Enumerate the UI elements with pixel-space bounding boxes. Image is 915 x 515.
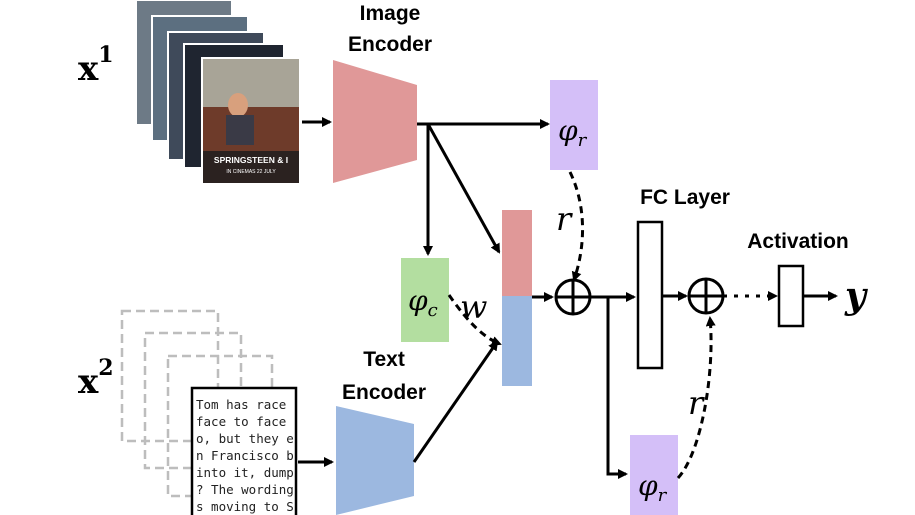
phi-c-block: φc [401, 258, 449, 342]
sum-node-1 [554, 278, 592, 316]
dashed-r-top [568, 171, 585, 282]
arrow-text-encoder-to-concat [412, 340, 499, 463]
arrow-to-phi-r-bottom [606, 297, 628, 479]
activation-block [777, 264, 805, 328]
text-encoder-label-line1: Text [363, 348, 405, 371]
x2-label: x2 [78, 355, 114, 402]
text-doc-back-1 [120, 309, 220, 443]
arrow-image-to-concat [426, 123, 501, 254]
concat-text-part [502, 296, 532, 386]
doc-line: Tom has race [196, 397, 286, 412]
image-encoder-label-line1: Image [360, 2, 421, 25]
poster-title: SPRINGSTEEN & I [214, 155, 288, 165]
doc-line: s moving to S [196, 499, 294, 514]
concat-image-part [502, 210, 532, 296]
text-encoder-label-line2: Encoder [342, 381, 426, 404]
sum-node-2 [687, 277, 725, 315]
phi-r-bottom-block: φr [630, 435, 678, 515]
poster-stack: SPRINGSTEEN & I IN CINEMAS 22 JULY [135, 0, 301, 185]
activation-label: Activation [747, 230, 849, 253]
w-label: w [460, 288, 487, 326]
phi-r-bottom-label: φr [638, 469, 668, 506]
dashed-r-bottom [676, 316, 716, 480]
r-label-bottom: r [688, 384, 705, 422]
text-document-front: Tom has race face to face f o, but they … [190, 386, 309, 515]
doc-line: n Francisco b [196, 448, 294, 463]
text-doc-back-2 [143, 331, 243, 470]
doc-line: ? The wording [196, 482, 294, 497]
phi-c-label: φc [408, 284, 438, 321]
fc-layer-block [636, 220, 664, 370]
text-encoder-block [336, 406, 414, 515]
doc-line: o, but they esc [196, 431, 309, 446]
y-label: y [844, 275, 868, 317]
r-label-top: r [556, 200, 573, 238]
poster-subtitle: IN CINEMAS 22 JULY [226, 169, 276, 175]
poster-front: SPRINGSTEEN & I IN CINEMAS 22 JULY [201, 57, 301, 185]
phi-r-top-block: φr [550, 80, 598, 170]
image-encoder-block [333, 60, 417, 183]
phi-r-top-label: φr [558, 114, 588, 151]
fc-layer-label: FC Layer [640, 186, 730, 209]
image-encoder-label-line2: Encoder [348, 33, 432, 56]
doc-line: face to face f [196, 414, 301, 429]
x1-label: x1 [78, 42, 114, 89]
doc-line: into it, dumpin [196, 465, 309, 480]
